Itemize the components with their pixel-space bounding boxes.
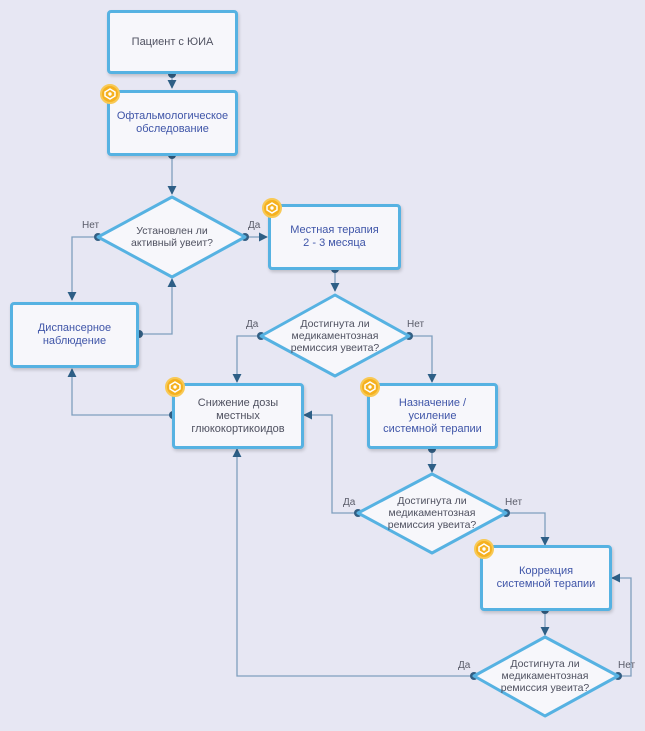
edge-observation-d1 [139,278,177,335]
reminder-badge-icon [262,198,282,218]
label-yes: Да [248,220,261,231]
decision-2-label: Достигнута ли медикаментозная ремиссия у… [290,318,380,354]
node-patient: Пациент с ЮИА [107,10,238,74]
decision-diamond-3 [356,472,508,555]
label-yes: Да [458,660,471,671]
label-yes: Да [246,319,259,330]
reminder-badge-icon [100,84,120,104]
node-systemic-therapy: Назначение / усиление системной терапии [367,383,498,449]
reminder-badge-icon [474,539,494,559]
decision-diamond-4 [472,635,620,718]
edge-dose-observation [67,368,173,416]
decision-diamond-1 [96,195,247,279]
edge-d3-yes-dose [303,410,358,514]
decision-diamond-2 [259,293,411,378]
node-observation: Диспансерное наблюдение [10,302,139,368]
edge-d1-no-observation [67,236,98,301]
edge-d4-no-correction [611,573,632,677]
node-dose-reduction: Снижение дозы местных глюкокортикоидов [172,383,304,449]
label-no: Нет [407,319,425,330]
label-no: Нет [82,220,100,231]
label-no: Нет [505,497,523,508]
label-no: Нет [618,660,636,671]
reminder-badge-icon [360,377,380,397]
node-exam: Офтальмологическое обследование [107,90,238,156]
edge-d4-yes-dose [232,448,474,677]
decision-3-label: Достигнута ли медикаментозная ремиссия у… [387,495,477,531]
node-correction: Коррекция системной терапии [480,545,612,611]
edge-d2-no-systemic [409,335,437,383]
node-local-therapy: Местная терапия 2 - 3 месяца [268,204,401,270]
reminder-badge-icon [165,377,185,397]
decision-4-label: Достигнута ли медикаментозная ремиссия у… [500,658,590,694]
edge-d2-yes-dose [232,335,261,383]
label-yes: Да [343,497,356,508]
decision-1-label: Установлен ли активный увеит? [131,225,213,249]
edge-d3-no-correction [506,512,550,546]
